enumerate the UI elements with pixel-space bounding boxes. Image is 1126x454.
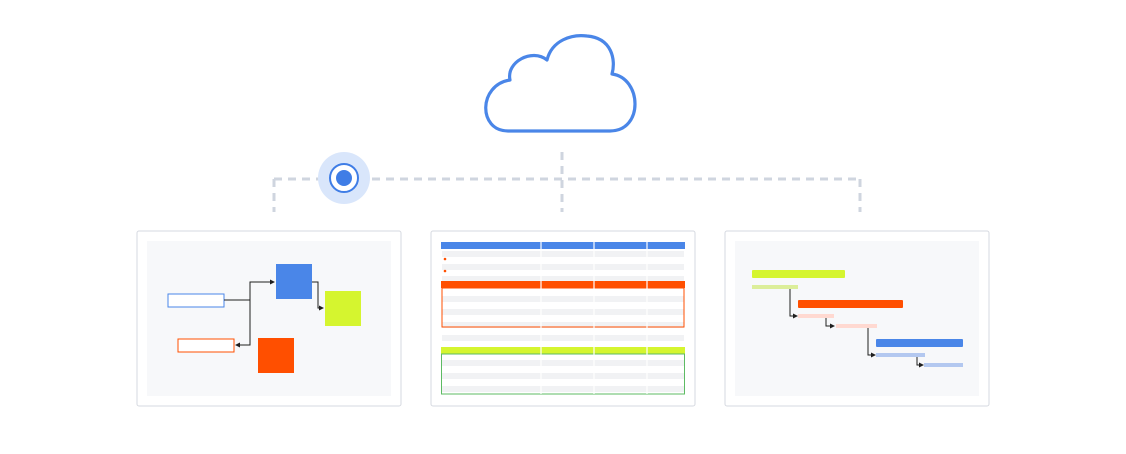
gantt-subbar-lime xyxy=(752,285,798,289)
gantt-bar-lime xyxy=(752,270,845,278)
gantt-bar-orange xyxy=(798,300,903,308)
process-box-orange-outline xyxy=(177,338,235,353)
row-marker-2 xyxy=(443,269,447,273)
gantt-subbar-orange-2 xyxy=(836,324,877,328)
column-dividers xyxy=(540,242,648,394)
process-box-blue-outline xyxy=(167,293,225,308)
spreadsheet-card[interactable] xyxy=(430,230,696,407)
gantt-subbar-blue-2 xyxy=(924,363,963,367)
table-header-row xyxy=(441,242,685,249)
table-rows xyxy=(442,251,684,392)
gantt-subbar-orange-1 xyxy=(798,314,834,318)
connector-lines xyxy=(272,152,862,212)
node-lime-square xyxy=(325,291,361,326)
row-marker-1 xyxy=(443,257,447,261)
sync-indicator-icon xyxy=(318,152,370,204)
flow-connectors xyxy=(224,279,324,348)
highlight-row-orange xyxy=(441,281,685,288)
cloud-icon xyxy=(484,34,637,133)
gantt-dependencies xyxy=(789,289,924,368)
flowchart-card[interactable] xyxy=(136,230,402,407)
selection-range-orange xyxy=(441,287,685,328)
node-orange-square xyxy=(258,338,294,373)
node-blue-square xyxy=(276,264,312,299)
gantt-card[interactable] xyxy=(724,230,990,407)
gantt-bar-blue xyxy=(876,339,963,347)
gantt-subbar-blue-1 xyxy=(876,353,925,357)
selection-range-green xyxy=(441,353,685,395)
highlight-row-lime xyxy=(441,347,685,354)
